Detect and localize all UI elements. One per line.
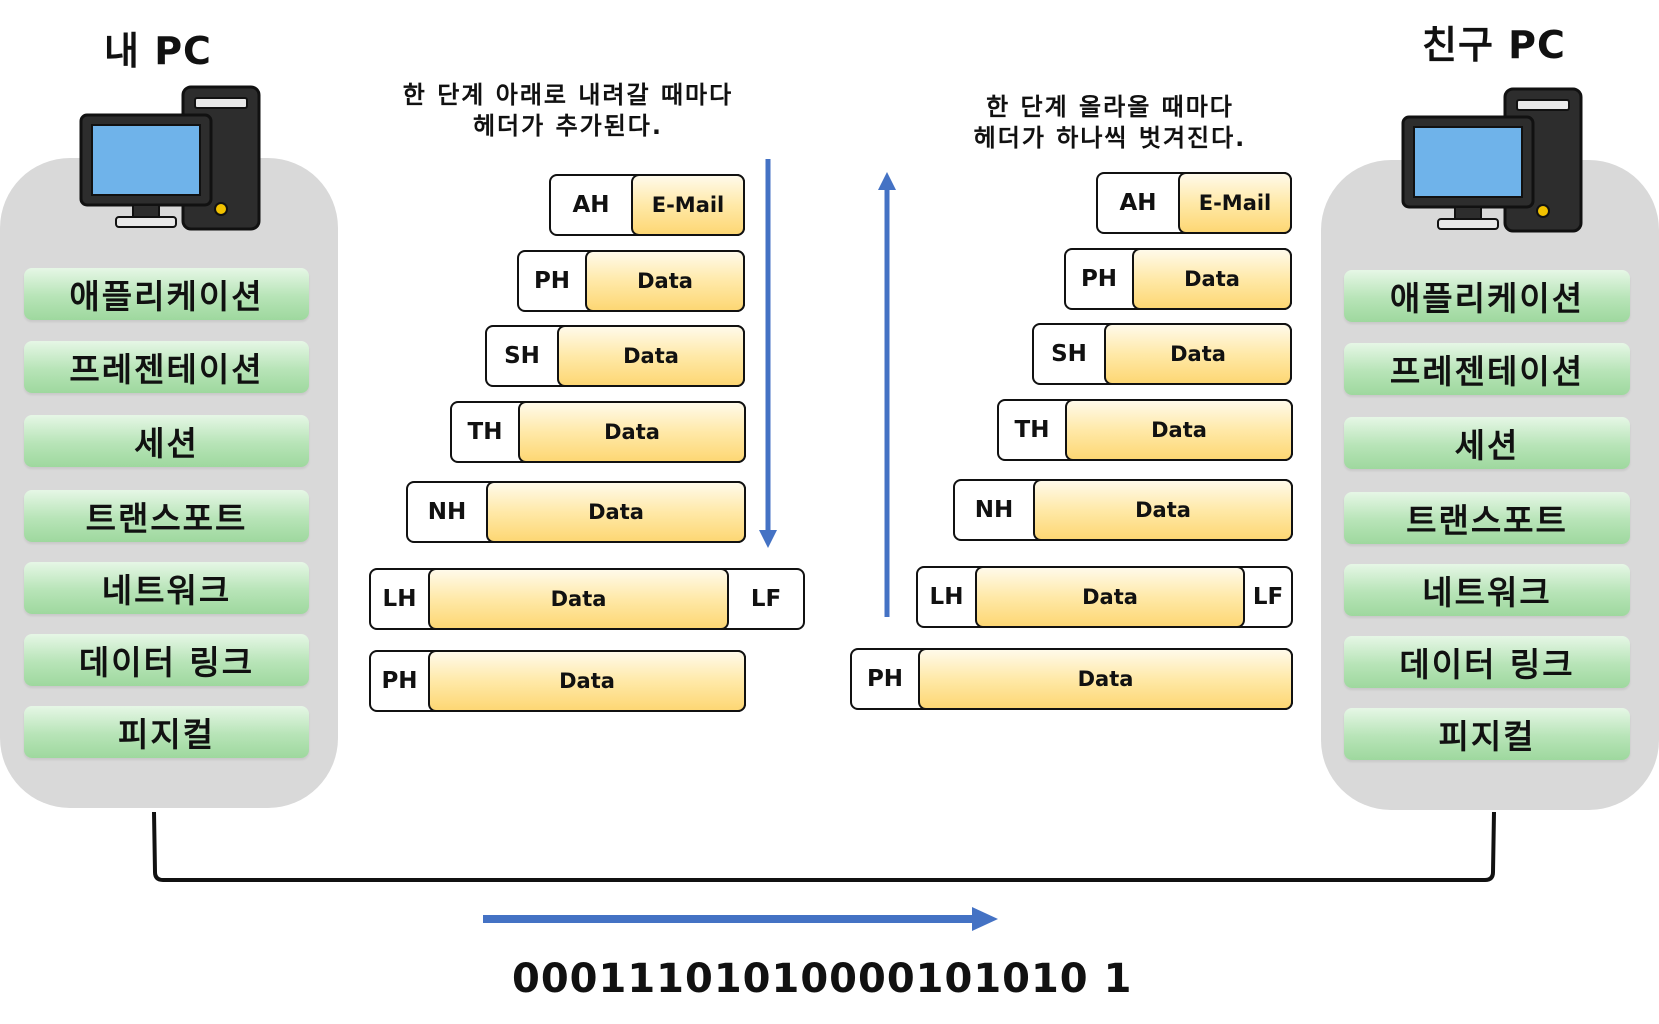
packet-header: TH — [1014, 417, 1050, 443]
packet-trailer: LF — [1252, 584, 1284, 610]
up-arrow-icon — [878, 172, 896, 617]
left-layer-transport: 트랜스포트 — [24, 490, 309, 542]
right-layer-session: 세션 — [1344, 417, 1630, 469]
packet-header: NH — [974, 497, 1014, 523]
packet-network: NH Data — [406, 481, 746, 543]
packet-header: PH — [533, 268, 571, 294]
computer-icon — [1401, 87, 1583, 233]
packet-header: LH — [382, 586, 417, 612]
right-layer-presentation: 프레젠테이션 — [1344, 343, 1630, 395]
packet-data: Data — [918, 648, 1293, 710]
packet-network: NH Data — [953, 479, 1293, 541]
right-layer-network: 네트워크 — [1344, 564, 1630, 616]
packet-header: AH — [572, 192, 610, 218]
packet-header: LH — [929, 584, 964, 610]
packet-data: Data — [1104, 323, 1292, 385]
packet-application: AH E-Mail — [549, 174, 745, 236]
computer-icon — [79, 85, 261, 231]
left-layer-application: 애플리케이션 — [24, 268, 309, 320]
right-pc-title: 친구 PC — [1422, 23, 1566, 67]
packet-data: Data — [557, 325, 745, 387]
right-pc-panel — [1321, 160, 1659, 810]
caption-line: 헤더가 하나씩 벗겨진다. — [973, 124, 1247, 152]
packet-trailer: LF — [750, 586, 782, 612]
caption-line: 헤더가 추가된다. — [472, 112, 664, 140]
caption-line: 한 단계 올라올 때마다 — [986, 93, 1234, 121]
decapsulation-caption: 한 단계 올라올 때마다 헤더가 하나씩 벗겨진다. — [950, 92, 1270, 154]
packet-data: Data — [486, 481, 746, 543]
packet-header: TH — [467, 419, 503, 445]
packet-header: PH — [1080, 266, 1118, 292]
packet-session: SH Data — [485, 325, 745, 387]
right-layer-application: 애플리케이션 — [1344, 270, 1630, 322]
packet-header: PH — [381, 668, 418, 694]
packet-header: SH — [504, 343, 540, 369]
physical-link-line — [152, 811, 1496, 882]
caption-line: 한 단계 아래로 내려갈 때마다 — [402, 81, 734, 109]
packet-data: Data — [518, 401, 746, 463]
packet-data: Data — [1065, 399, 1293, 461]
packet-datalink: LH Data LF — [369, 568, 805, 630]
right-layer-transport: 트랜스포트 — [1344, 492, 1630, 544]
left-layer-session: 세션 — [24, 415, 309, 467]
packet-header: SH — [1051, 341, 1087, 367]
encapsulation-caption: 한 단계 아래로 내려갈 때마다 헤더가 추가된다. — [390, 80, 746, 142]
packet-transport: TH Data — [997, 399, 1293, 461]
packet-presentation: PH Data — [1064, 248, 1292, 310]
left-layer-presentation: 프레젠테이션 — [24, 341, 309, 393]
packet-data: Data — [585, 250, 745, 312]
packet-application: AH E-Mail — [1096, 172, 1292, 234]
bitstream: 00011101010000101010 1 — [512, 956, 1133, 1002]
packet-data: Data — [428, 650, 746, 712]
right-layer-physical: 피지컬 — [1344, 708, 1630, 760]
packet-data: Data — [975, 566, 1245, 628]
packet-header: PH — [866, 666, 904, 692]
packet-data: E-Mail — [631, 174, 745, 236]
left-pc-title: 내 PC — [104, 29, 212, 73]
right-layer-datalink: 데이터 링크 — [1344, 636, 1630, 688]
packet-data: Data — [428, 568, 729, 630]
packet-data: Data — [1033, 479, 1293, 541]
left-layer-datalink: 데이터 링크 — [24, 634, 309, 686]
packet-datalink: LH Data LF — [916, 566, 1293, 628]
packet-physical: PH Data — [369, 650, 746, 712]
left-pc-panel — [0, 158, 338, 808]
down-arrow-icon — [759, 159, 777, 548]
packet-physical: PH Data — [850, 648, 1293, 710]
packet-header: NH — [427, 499, 467, 525]
packet-data: Data — [1132, 248, 1292, 310]
packet-data: E-Mail — [1178, 172, 1292, 234]
packet-header: AH — [1119, 190, 1157, 216]
packet-presentation: PH Data — [517, 250, 745, 312]
right-arrow-icon — [483, 907, 998, 931]
packet-session: SH Data — [1032, 323, 1292, 385]
left-layer-physical: 피지컬 — [24, 706, 309, 758]
left-layer-network: 네트워크 — [24, 562, 309, 614]
packet-transport: TH Data — [450, 401, 746, 463]
